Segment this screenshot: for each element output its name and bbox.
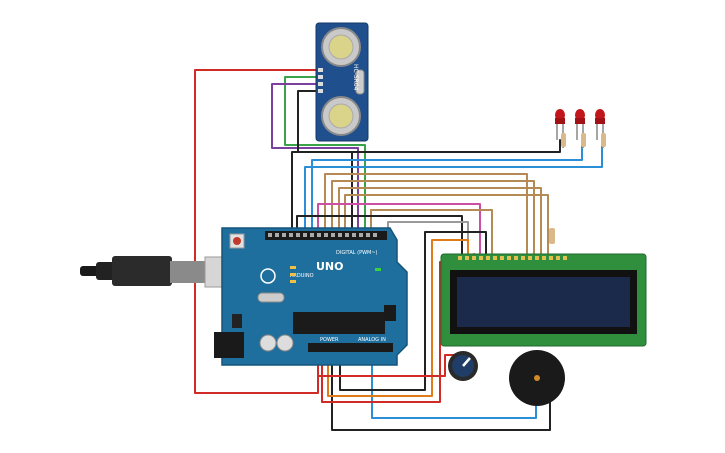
wire-led-2 <box>311 139 583 233</box>
dc-power-jack <box>214 332 244 358</box>
icsp-header <box>384 305 396 321</box>
sensor-model-label: HC-SR04 <box>352 64 359 91</box>
arduino-logo-icon <box>260 268 276 284</box>
wire-led-1 <box>291 139 561 233</box>
piezo-buzzer <box>509 350 565 406</box>
sensor-crystal <box>355 69 365 95</box>
wire-lcd-gnd <box>296 215 463 255</box>
capacitor-2 <box>276 334 294 352</box>
wire-red-sensor-vcc <box>194 69 319 394</box>
wire-black-pot-gnd <box>339 231 487 391</box>
resistor-2 <box>581 133 586 147</box>
arduino-brand-label: ARDUINO <box>290 273 314 279</box>
capacitor-1 <box>259 334 277 352</box>
wire-red-pot <box>317 354 457 377</box>
potentiometer[interactable] <box>448 351 478 381</box>
wire-lcd-gray <box>387 221 469 255</box>
lcd-resistor <box>549 228 555 244</box>
power-header-label: POWER <box>320 337 339 343</box>
voltage-regulator <box>232 314 242 328</box>
wire-lcd-en <box>370 209 493 255</box>
lcd-display <box>440 253 647 347</box>
lcd-pins <box>458 256 567 260</box>
analog-header-label: ANALOG IN <box>358 337 386 343</box>
wire-lcd-rs <box>317 203 481 255</box>
wire-lcd-d3 <box>338 187 542 255</box>
led-2 <box>575 109 586 148</box>
digital-header-label: DIGITAL (PWM~) <box>336 250 378 256</box>
digital-header-pins <box>268 233 377 237</box>
sensor-pins <box>318 68 323 93</box>
lcd-screen <box>457 277 630 327</box>
ultrasonic-sensor: HC-SR04 <box>315 22 369 142</box>
atmega-chip <box>293 312 385 334</box>
led-array <box>555 109 606 148</box>
wires <box>194 69 603 431</box>
wire-led-3 <box>304 139 603 233</box>
led-3 <box>595 109 606 148</box>
resistor-3 <box>601 133 606 147</box>
arduino-model-label: UNO <box>316 260 344 273</box>
wire-orange-pot <box>327 239 469 397</box>
led-1 <box>555 109 566 148</box>
wire-purple-sensor-echo <box>271 83 359 233</box>
arduino-uno-board: ARDUINO UNO DIGITAL (PWM~) POWER ANALOG … <box>214 227 408 366</box>
usb-cable <box>80 256 236 288</box>
wire-lcd-d4 <box>344 194 549 255</box>
wire-lcd-d2 <box>331 180 535 255</box>
crystal-oscillator <box>257 292 285 303</box>
resistor-1 <box>561 133 566 147</box>
